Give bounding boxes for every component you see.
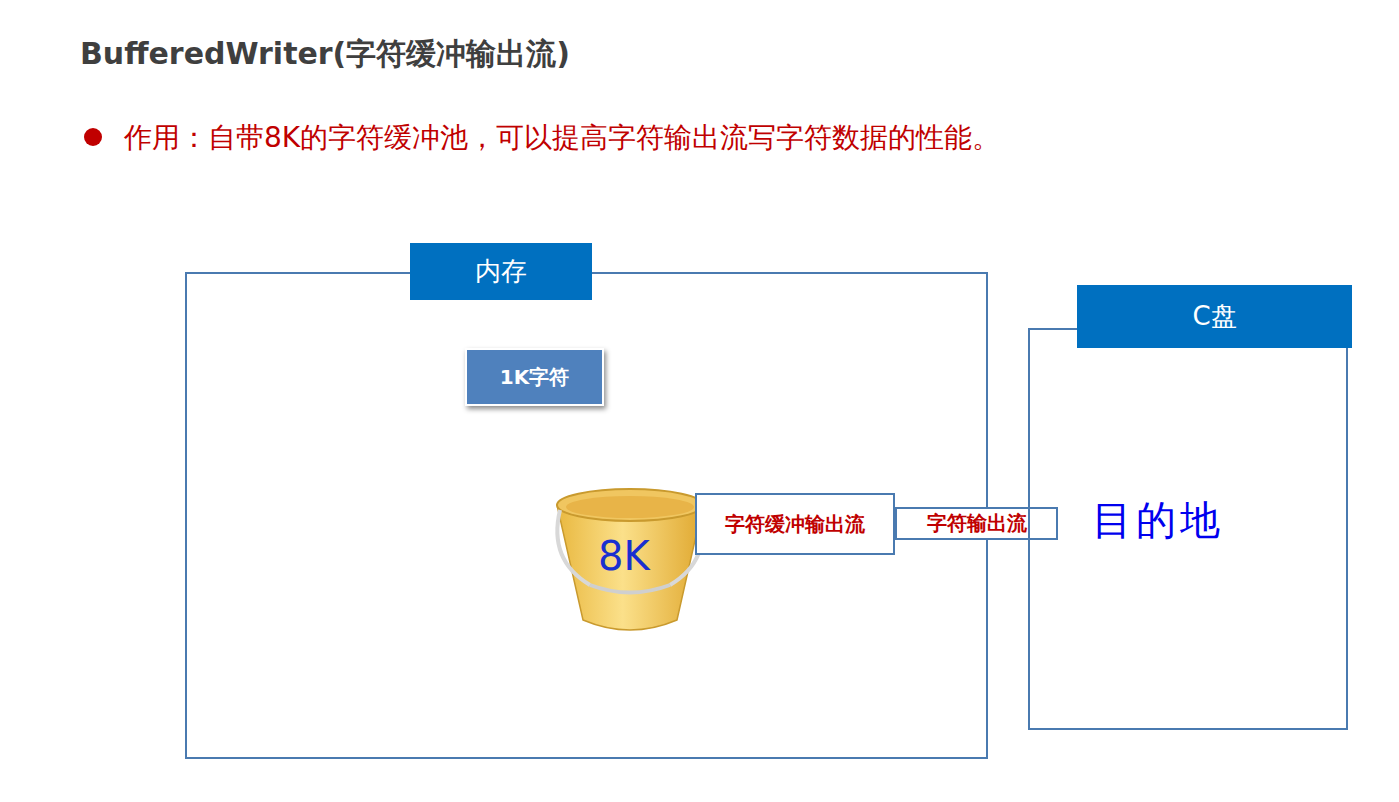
data-chunk-box: 1K字符 [465, 348, 604, 406]
stream-box: 字符缓冲输出流 [695, 493, 895, 555]
bucket-size-label: 8K [598, 533, 650, 579]
region-header: C盘 [1077, 285, 1352, 348]
diagram-title: BufferedWriter(字符缓冲输出流) [80, 34, 570, 75]
region-header: 内存 [410, 243, 592, 300]
destination-label: 目的地 [1092, 493, 1224, 548]
bullet-note: 作用：自带8K的字符缓冲池，可以提高字符输出流写字符数据的性能。 [124, 119, 1000, 157]
box-label: 字符缓冲输出流 [725, 511, 865, 538]
box-label: 1K字符 [500, 364, 569, 391]
memory-region: 内存1K字符字符缓冲输出流 [185, 272, 988, 759]
stream-box: 字符输出流 [895, 507, 1058, 540]
box-label: 字符输出流 [927, 510, 1027, 537]
disk-region: C盘目的地 [1028, 328, 1348, 730]
bullet-dot [84, 128, 102, 146]
